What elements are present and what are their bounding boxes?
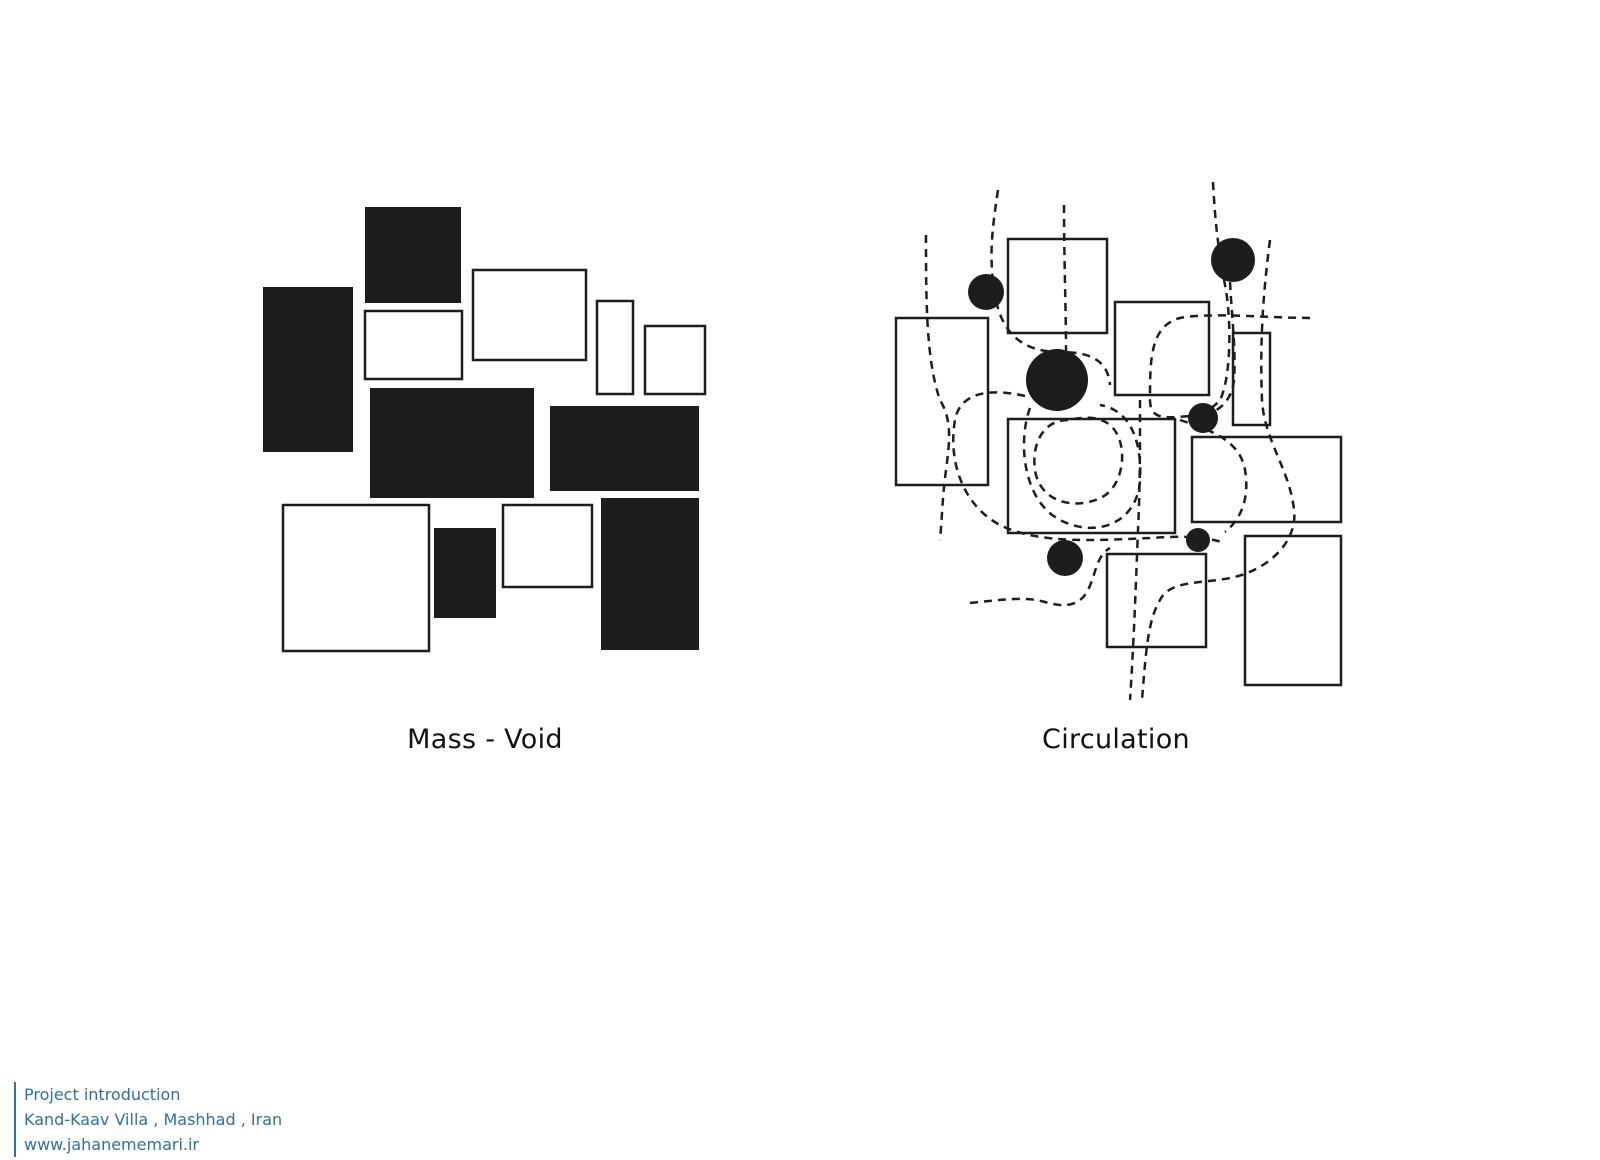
mass-void-diagram xyxy=(263,207,707,653)
void-block xyxy=(595,299,635,396)
circulation-path xyxy=(924,234,951,541)
circulation-path xyxy=(1140,239,1296,701)
void-block xyxy=(643,324,707,396)
circulation-path xyxy=(1022,403,1142,530)
circulation-label: Circulation xyxy=(1042,724,1190,755)
circulation-path xyxy=(1033,416,1124,505)
circulation-block xyxy=(1006,237,1109,335)
circulation-path xyxy=(1207,281,1236,416)
circulation-block xyxy=(1231,331,1272,427)
circulation-path xyxy=(969,546,1111,607)
mass-block xyxy=(365,207,461,303)
circulation-path xyxy=(1189,181,1231,414)
circulation-block xyxy=(894,316,990,487)
mass-void-label: Mass - Void xyxy=(407,724,563,755)
mass-block xyxy=(434,528,496,618)
circulation-node xyxy=(968,274,1004,310)
circulation-block xyxy=(1190,435,1343,524)
circulation-block xyxy=(1006,417,1177,535)
circulation-block xyxy=(1105,552,1208,649)
void-block xyxy=(501,503,594,589)
void-block xyxy=(363,309,464,381)
circulation-node xyxy=(1186,528,1210,552)
circulation-path xyxy=(1179,418,1248,533)
mass-block xyxy=(263,287,353,452)
void-block xyxy=(281,503,431,653)
circulation-block xyxy=(1113,300,1211,397)
void-block xyxy=(471,268,588,362)
mass-block xyxy=(601,498,699,650)
mass-block xyxy=(370,388,534,498)
footer-project-name: Kand-Kaav Villa , Mashhad , Iran xyxy=(24,1110,283,1129)
footer-project-introduction: Project introduction xyxy=(24,1085,181,1104)
circulation-diagram xyxy=(894,181,1343,701)
circulation-path xyxy=(1148,314,1311,419)
circulation-path xyxy=(1062,204,1068,353)
circulation-node xyxy=(1047,540,1083,576)
circulation-path xyxy=(1128,399,1142,701)
footer-website-link[interactable]: www.jahanememari.ir xyxy=(24,1135,200,1154)
project-footer: Project introduction Kand-Kaav Villa , M… xyxy=(14,1082,282,1157)
circulation-node xyxy=(1026,349,1088,411)
circulation-path xyxy=(952,391,1223,544)
circulation-block xyxy=(1243,534,1343,687)
mass-block xyxy=(550,406,699,491)
